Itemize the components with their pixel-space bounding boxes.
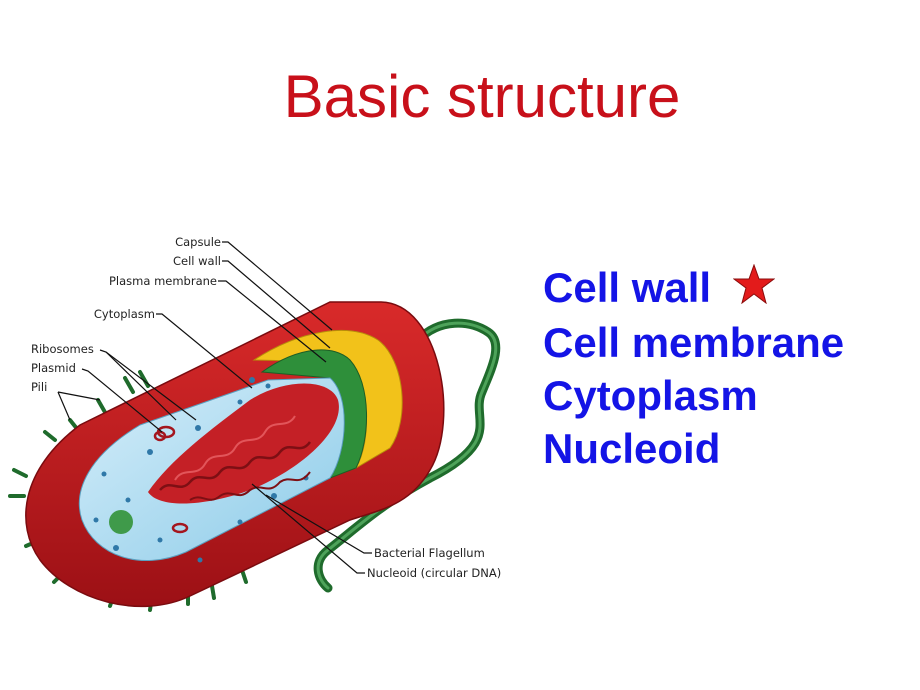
red-star-icon: [732, 263, 776, 316]
structure-list: Cell wall Cell membrane Cytoplasm Nucleo…: [543, 261, 844, 475]
pili: [8, 370, 248, 612]
label-cell-wall: Cell wall: [173, 254, 221, 268]
list-item-label: Cell membrane: [543, 319, 845, 366]
list-item-label: Cell wall: [543, 264, 712, 311]
label-cytoplasm: Cytoplasm: [94, 307, 155, 321]
label-plasmid: Plasmid: [31, 361, 76, 375]
label-nucleoid: Nucleoid (circular DNA): [367, 566, 501, 580]
nucleoid: [148, 383, 339, 504]
slide-title: Basic structure: [283, 63, 681, 130]
list-item: Cell membrane: [543, 316, 844, 369]
list-item: Cytoplasm: [543, 369, 844, 422]
label-pili: Pili: [31, 380, 47, 394]
list-item: Cell wall: [543, 261, 844, 316]
label-capsule: Capsule: [175, 235, 221, 249]
list-item-label: Cytoplasm: [543, 372, 758, 419]
storage-granule: [109, 510, 133, 534]
label-bacterial-flagellum: Bacterial Flagellum: [374, 546, 485, 560]
list-item: Nucleoid: [543, 422, 844, 475]
plasmid: [153, 425, 189, 534]
label-plasma-membrane: Plasma membrane: [109, 274, 217, 288]
bacterium-diagram: Capsule Cell wall Plasma membrane Cytopl…: [8, 235, 501, 612]
label-ribosomes: Ribosomes: [31, 342, 94, 356]
list-item-label: Nucleoid: [543, 425, 721, 472]
